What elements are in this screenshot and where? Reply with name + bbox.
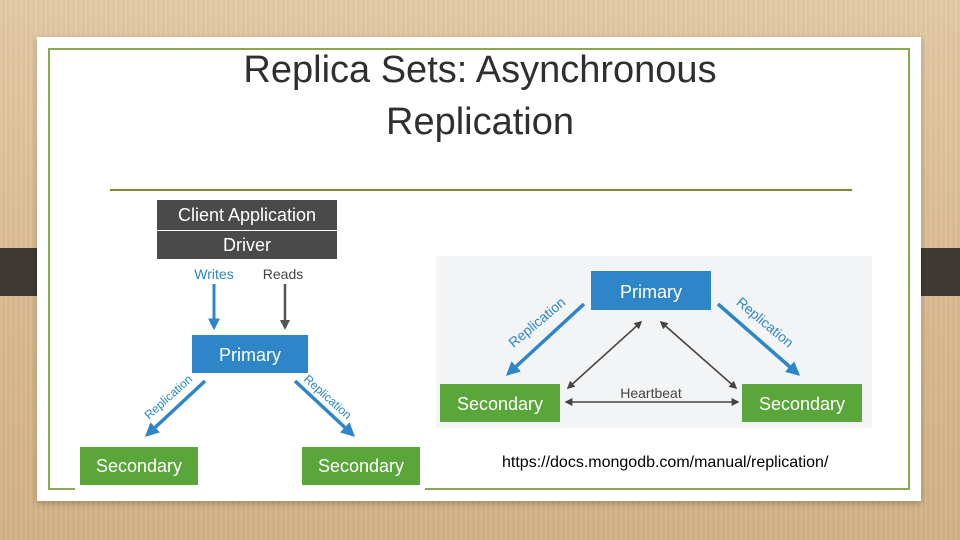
secondary-label-right: Secondary <box>759 394 845 414</box>
driver-label: Driver <box>223 235 271 255</box>
secondary-box-right: Secondary <box>302 447 420 485</box>
heartbeat-label: Heartbeat <box>620 385 682 401</box>
secondary-label-left: Secondary <box>96 456 182 476</box>
client-application-label: Client Application <box>178 205 316 225</box>
primary-box: Primary <box>591 271 711 310</box>
replication-arrow-right <box>716 302 801 376</box>
writes-label: Writes <box>194 266 233 282</box>
replication-label-right: Replication <box>301 372 354 422</box>
secondary-label-left: Secondary <box>457 394 543 414</box>
replication-arrow-left <box>144 379 207 437</box>
title-line-1: Replica Sets: Asynchronous <box>243 49 717 91</box>
primary-label: Primary <box>620 282 682 302</box>
heartbeat-arrow-left <box>566 320 643 390</box>
primary-label: Primary <box>219 345 281 365</box>
slide-title: Replica Sets: Asynchronous Replication <box>0 44 960 148</box>
secondary-box-left: Secondary <box>80 447 198 485</box>
secondary-box-left: Secondary <box>440 384 560 422</box>
replica-set-heartbeat-diagram: Primary Replication Replication Heartbea… <box>436 256 872 428</box>
primary-box: Primary <box>192 335 308 373</box>
reads-label: Reads <box>263 266 303 282</box>
secondary-box-right: Secondary <box>742 384 862 422</box>
replication-arrow-left <box>505 302 586 376</box>
replication-label-left: Replication <box>505 294 568 351</box>
title-underline <box>110 189 852 191</box>
secondary-label-right: Secondary <box>318 456 404 476</box>
replication-label-right: Replication <box>734 294 797 351</box>
heartbeat-arrow-right <box>659 320 738 390</box>
replica-set-client-diagram: Client Application Driver Writes Reads P… <box>75 195 425 492</box>
source-link[interactable]: https://docs.mongodb.com/manual/replicat… <box>502 454 829 471</box>
title-line-2: Replication <box>386 101 574 143</box>
replication-arrow-right <box>293 379 356 437</box>
driver-box: Driver <box>157 231 337 259</box>
client-application-box: Client Application <box>157 200 337 230</box>
